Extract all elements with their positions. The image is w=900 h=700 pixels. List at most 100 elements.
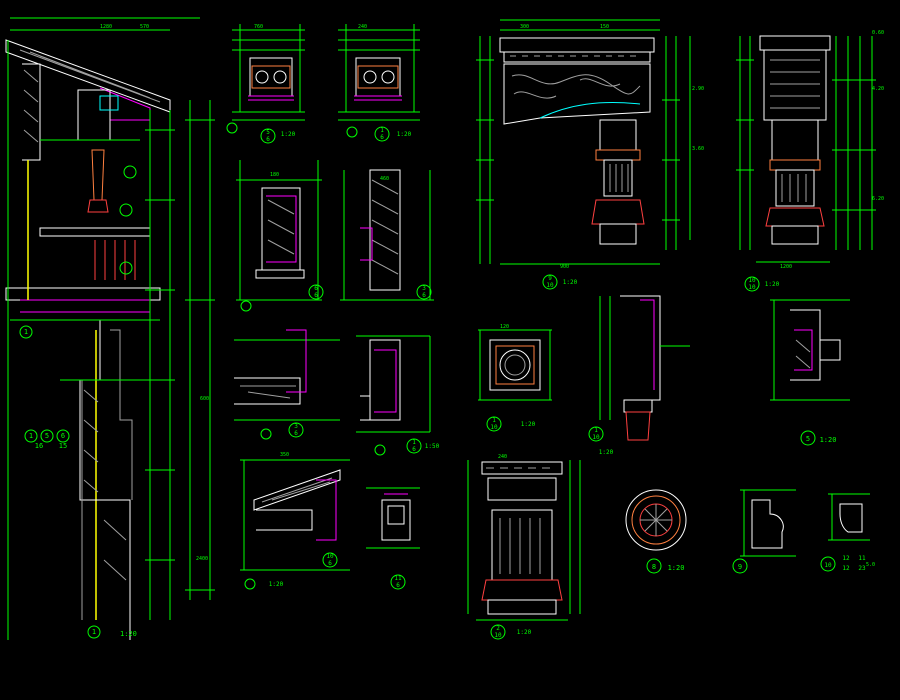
main-section-callout: 1 xyxy=(24,328,28,336)
svg-text:1200: 1200 xyxy=(780,264,792,270)
svg-text:4.20: 4.20 xyxy=(872,86,884,92)
svg-text:6: 6 xyxy=(396,582,400,589)
svg-text:10: 10 xyxy=(824,562,832,569)
main-hlines xyxy=(10,17,200,381)
side-marker-1: 1 5 6 16 15 xyxy=(24,429,70,450)
svg-text:350: 350 xyxy=(280,452,289,458)
svg-text:1: 1 xyxy=(29,432,33,440)
svg-text:600: 600 xyxy=(200,396,209,402)
downpipe xyxy=(27,160,97,620)
elev-big-text: 9 10 1:20 xyxy=(546,275,577,289)
detail-5 xyxy=(770,299,850,446)
svg-text:9: 9 xyxy=(548,275,552,282)
svg-text:240: 240 xyxy=(358,24,367,30)
main-wall-section xyxy=(5,17,215,640)
svg-text:1:20: 1:20 xyxy=(269,581,284,588)
svg-text:150: 150 xyxy=(600,24,609,30)
svg-text:6: 6 xyxy=(294,430,298,437)
svg-text:3.60: 3.60 xyxy=(692,146,704,152)
svg-text:8: 8 xyxy=(652,563,656,571)
section-detail-c xyxy=(234,329,340,440)
svg-text:1:20: 1:20 xyxy=(668,564,685,572)
det-3-text: 1 10 1:20 xyxy=(592,427,613,456)
svg-text:11: 11 xyxy=(858,555,866,562)
svg-text:1:20: 1:20 xyxy=(281,131,296,138)
entablature-detail-2 xyxy=(338,24,420,142)
svg-text:5: 5 xyxy=(45,432,49,440)
scale-13: 5.0 xyxy=(866,562,875,568)
svg-text:1: 1 xyxy=(492,417,496,424)
sect-f-text: 11 6 xyxy=(394,575,402,589)
svg-text:5: 5 xyxy=(266,129,270,136)
svg-text:3: 3 xyxy=(294,423,298,430)
column-base xyxy=(87,199,109,213)
lower-wall-hatch xyxy=(83,389,127,581)
main-dim-lines xyxy=(7,40,211,640)
balusters xyxy=(94,240,136,280)
column-plan xyxy=(478,329,552,432)
main-scale: 1:20 xyxy=(120,630,137,638)
svg-text:10: 10 xyxy=(326,553,334,560)
svg-text:10: 10 xyxy=(490,424,498,431)
svg-text:1:20: 1:20 xyxy=(563,279,578,286)
svg-text:10: 10 xyxy=(748,284,756,291)
balcony-slab xyxy=(5,287,161,301)
svg-text:0.60: 0.60 xyxy=(872,30,884,36)
num-9-callout: 9 xyxy=(738,563,742,571)
num-10-text: 10 12 11 12 23 xyxy=(824,555,866,572)
column-upper xyxy=(91,149,105,201)
svg-text:12: 12 xyxy=(842,555,850,562)
column-elevation xyxy=(467,460,581,640)
svg-text:6: 6 xyxy=(266,136,270,143)
cornice-window xyxy=(99,95,119,111)
svg-text:460: 460 xyxy=(380,176,389,182)
svg-text:3: 3 xyxy=(422,285,426,292)
svg-text:2: 2 xyxy=(496,625,500,632)
svg-text:6: 6 xyxy=(380,134,384,141)
main-section-bottom-callout: 1 xyxy=(92,628,96,636)
svg-text:1: 1 xyxy=(380,127,384,134)
svg-text:120: 120 xyxy=(500,324,509,330)
det-7-text: 2 10 1:20 xyxy=(494,625,531,639)
section-detail-b xyxy=(340,169,434,301)
dimension-labels: 1280 570 760 240 300 150 600 2400 180 46… xyxy=(100,24,884,562)
svg-text:6: 6 xyxy=(314,292,318,299)
balcony-rail xyxy=(39,227,151,237)
section-detail-e xyxy=(240,459,350,590)
side-elevation xyxy=(736,35,876,292)
svg-text:1:20: 1:20 xyxy=(517,629,532,636)
svg-text:23: 23 xyxy=(858,565,866,572)
section-detail-f xyxy=(366,487,420,590)
sect-a-text: 6 6 xyxy=(314,285,318,299)
main-callouts xyxy=(19,165,137,639)
section-detail-a xyxy=(236,160,324,312)
elev-side-text: 10 10 1:20 xyxy=(748,277,779,291)
sect-e-text: 10 6 1:20 xyxy=(269,553,334,588)
num-8-text: 8 1:20 xyxy=(652,563,685,572)
num-5-text: 5 1:20 xyxy=(806,435,837,444)
svg-text:10: 10 xyxy=(546,282,554,289)
svg-text:6: 6 xyxy=(314,285,318,292)
sect-d-text: 1 6 1:50 xyxy=(412,439,439,453)
upper-wall xyxy=(22,63,41,161)
svg-text:11: 11 xyxy=(394,575,402,582)
roof-hatch xyxy=(19,49,161,103)
entab-2-text: 1 6 1:20 xyxy=(380,127,411,141)
main-dim-ticks xyxy=(145,119,215,591)
svg-text:1:50: 1:50 xyxy=(425,443,440,450)
svg-text:16: 16 xyxy=(35,442,43,450)
profile-10 xyxy=(820,493,870,572)
svg-text:2.90: 2.90 xyxy=(692,86,704,92)
svg-text:1:20: 1:20 xyxy=(521,421,536,428)
svg-text:240: 240 xyxy=(498,454,507,460)
svg-text:10: 10 xyxy=(494,632,502,639)
balcony-edge xyxy=(20,299,151,313)
svg-text:760: 760 xyxy=(254,24,263,30)
detail-3 xyxy=(588,295,690,442)
svg-text:10: 10 xyxy=(748,277,756,284)
entab-1-text: 5 6 1:20 xyxy=(266,129,295,143)
svg-text:1: 1 xyxy=(594,427,598,434)
lower-wall xyxy=(70,319,131,640)
upper-wall-hatch xyxy=(23,69,39,143)
